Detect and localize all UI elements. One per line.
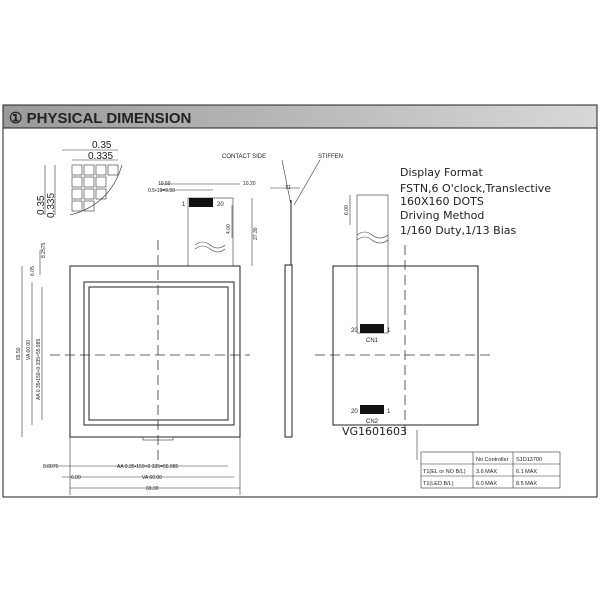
dimension-label: VG1601603 xyxy=(342,425,407,438)
dimension-label: 6.00 xyxy=(344,205,350,215)
dimension-label: 0.35 xyxy=(92,140,112,151)
dimension-label: 8.0075 xyxy=(43,464,59,470)
dimension-label: S1D13700 xyxy=(516,457,542,463)
pixel-detail: 0.35 0.335 0.35 0.335 xyxy=(36,140,123,218)
dimension-label: 1 xyxy=(387,328,391,334)
dimension-label: 4.00 xyxy=(226,224,232,234)
dimension-label: 160X160 DOTS xyxy=(400,195,484,208)
dimension-label: CN2 xyxy=(366,419,379,425)
dimension-label: T1 xyxy=(285,185,291,191)
dimension-label: 1 xyxy=(182,202,186,208)
dimension-label: STIFFEN xyxy=(318,154,343,160)
dimension-label: 0.5•19=9.50 xyxy=(148,188,175,194)
dimension-label: 3.6 MAX xyxy=(476,469,497,475)
dimension-label: 10.20 xyxy=(243,181,256,187)
display-spec: Display Format FSTN,6 O'clock,Translecti… xyxy=(400,166,551,237)
dimension-label: 20 xyxy=(351,328,358,334)
cn2-connector xyxy=(360,405,384,414)
dimension-label: 20 xyxy=(351,409,358,415)
dimension-label: CN1 xyxy=(366,338,379,344)
dimension-label: 8.2575 xyxy=(41,242,47,258)
thickness-table: No Controller S1D13700 T1(EL or NO B/L) … xyxy=(420,451,561,489)
dimension-label: 6.00 xyxy=(71,475,81,481)
back-view: 6.00 20 1 CN1 20 1 CN2 VG1601603 xyxy=(315,194,490,460)
dimension-label: 10.50 xyxy=(158,181,171,187)
dimension-label: T1(EL or NO B/L) xyxy=(423,469,466,475)
dimension-label: 1 xyxy=(387,409,391,415)
dimension-label: 69.00 xyxy=(146,486,159,492)
dimension-label: AA 0.35•159+0.335=55.985 xyxy=(36,339,42,400)
dimension-label: No Controller xyxy=(476,457,509,463)
dimension-label: 0.35 xyxy=(36,195,47,215)
dimension-label: 6.0 MAX xyxy=(476,481,497,487)
dimension-label: T1(LED B/L) xyxy=(423,481,454,487)
dimension-label: 0.335 xyxy=(46,193,57,218)
dimension-label: 0.335 xyxy=(88,151,113,162)
dimension-label: 69.50 xyxy=(16,347,22,360)
dimension-label: 1/160 Duty,1/13 Bias xyxy=(400,224,516,237)
side-view: CONTACT SIDE STIFFEN T1 xyxy=(222,154,343,438)
dimension-label: 8.5 MAX xyxy=(516,481,537,487)
dimension-label: 6.1 MAX xyxy=(516,469,537,475)
dimension-label: 6.05 xyxy=(30,266,36,276)
drawing-frame xyxy=(2,104,598,498)
dimension-label: VA 60.00 xyxy=(142,475,162,481)
cn1-connector xyxy=(360,324,384,333)
dimension-label: Display Format xyxy=(400,166,483,179)
dimension-label: CONTACT SIDE xyxy=(222,154,266,160)
front-view: 10.50 0.5•19=9.50 10.20 1 20 4.00 27.30 … xyxy=(16,181,259,495)
dimension-label: FSTN,6 O'clock,Translective xyxy=(400,182,551,195)
dimension-label: VA 60.00 xyxy=(26,340,32,360)
dimension-label: 20 xyxy=(217,202,224,208)
fpc-pin-block xyxy=(189,198,213,207)
dimension-label: 27.30 xyxy=(253,227,259,240)
dimension-label: Driving Method xyxy=(400,209,484,222)
page-title: ① PHYSICAL DIMENSION xyxy=(9,110,191,127)
dimension-label: AA 0.35•159+0.335=55.985 xyxy=(117,464,178,470)
header-bar xyxy=(2,104,598,129)
